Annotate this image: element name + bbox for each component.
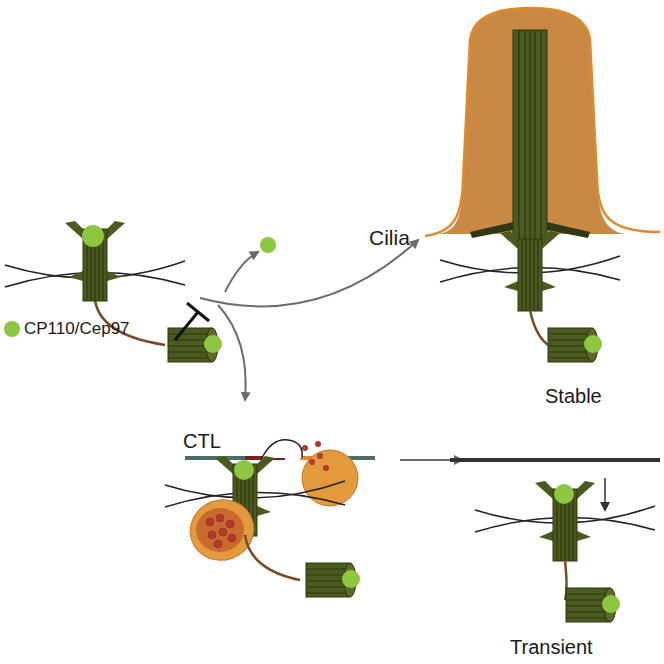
- label: Cilia: [369, 226, 410, 249]
- label: CTL: [183, 430, 221, 452]
- label: Stable: [545, 385, 602, 407]
- legend-swatch: [4, 321, 20, 337]
- legend-text: CP110/Cep97: [24, 319, 130, 339]
- legend-entry: CP110/Cep97: [4, 319, 130, 339]
- label: Transient: [510, 636, 593, 658]
